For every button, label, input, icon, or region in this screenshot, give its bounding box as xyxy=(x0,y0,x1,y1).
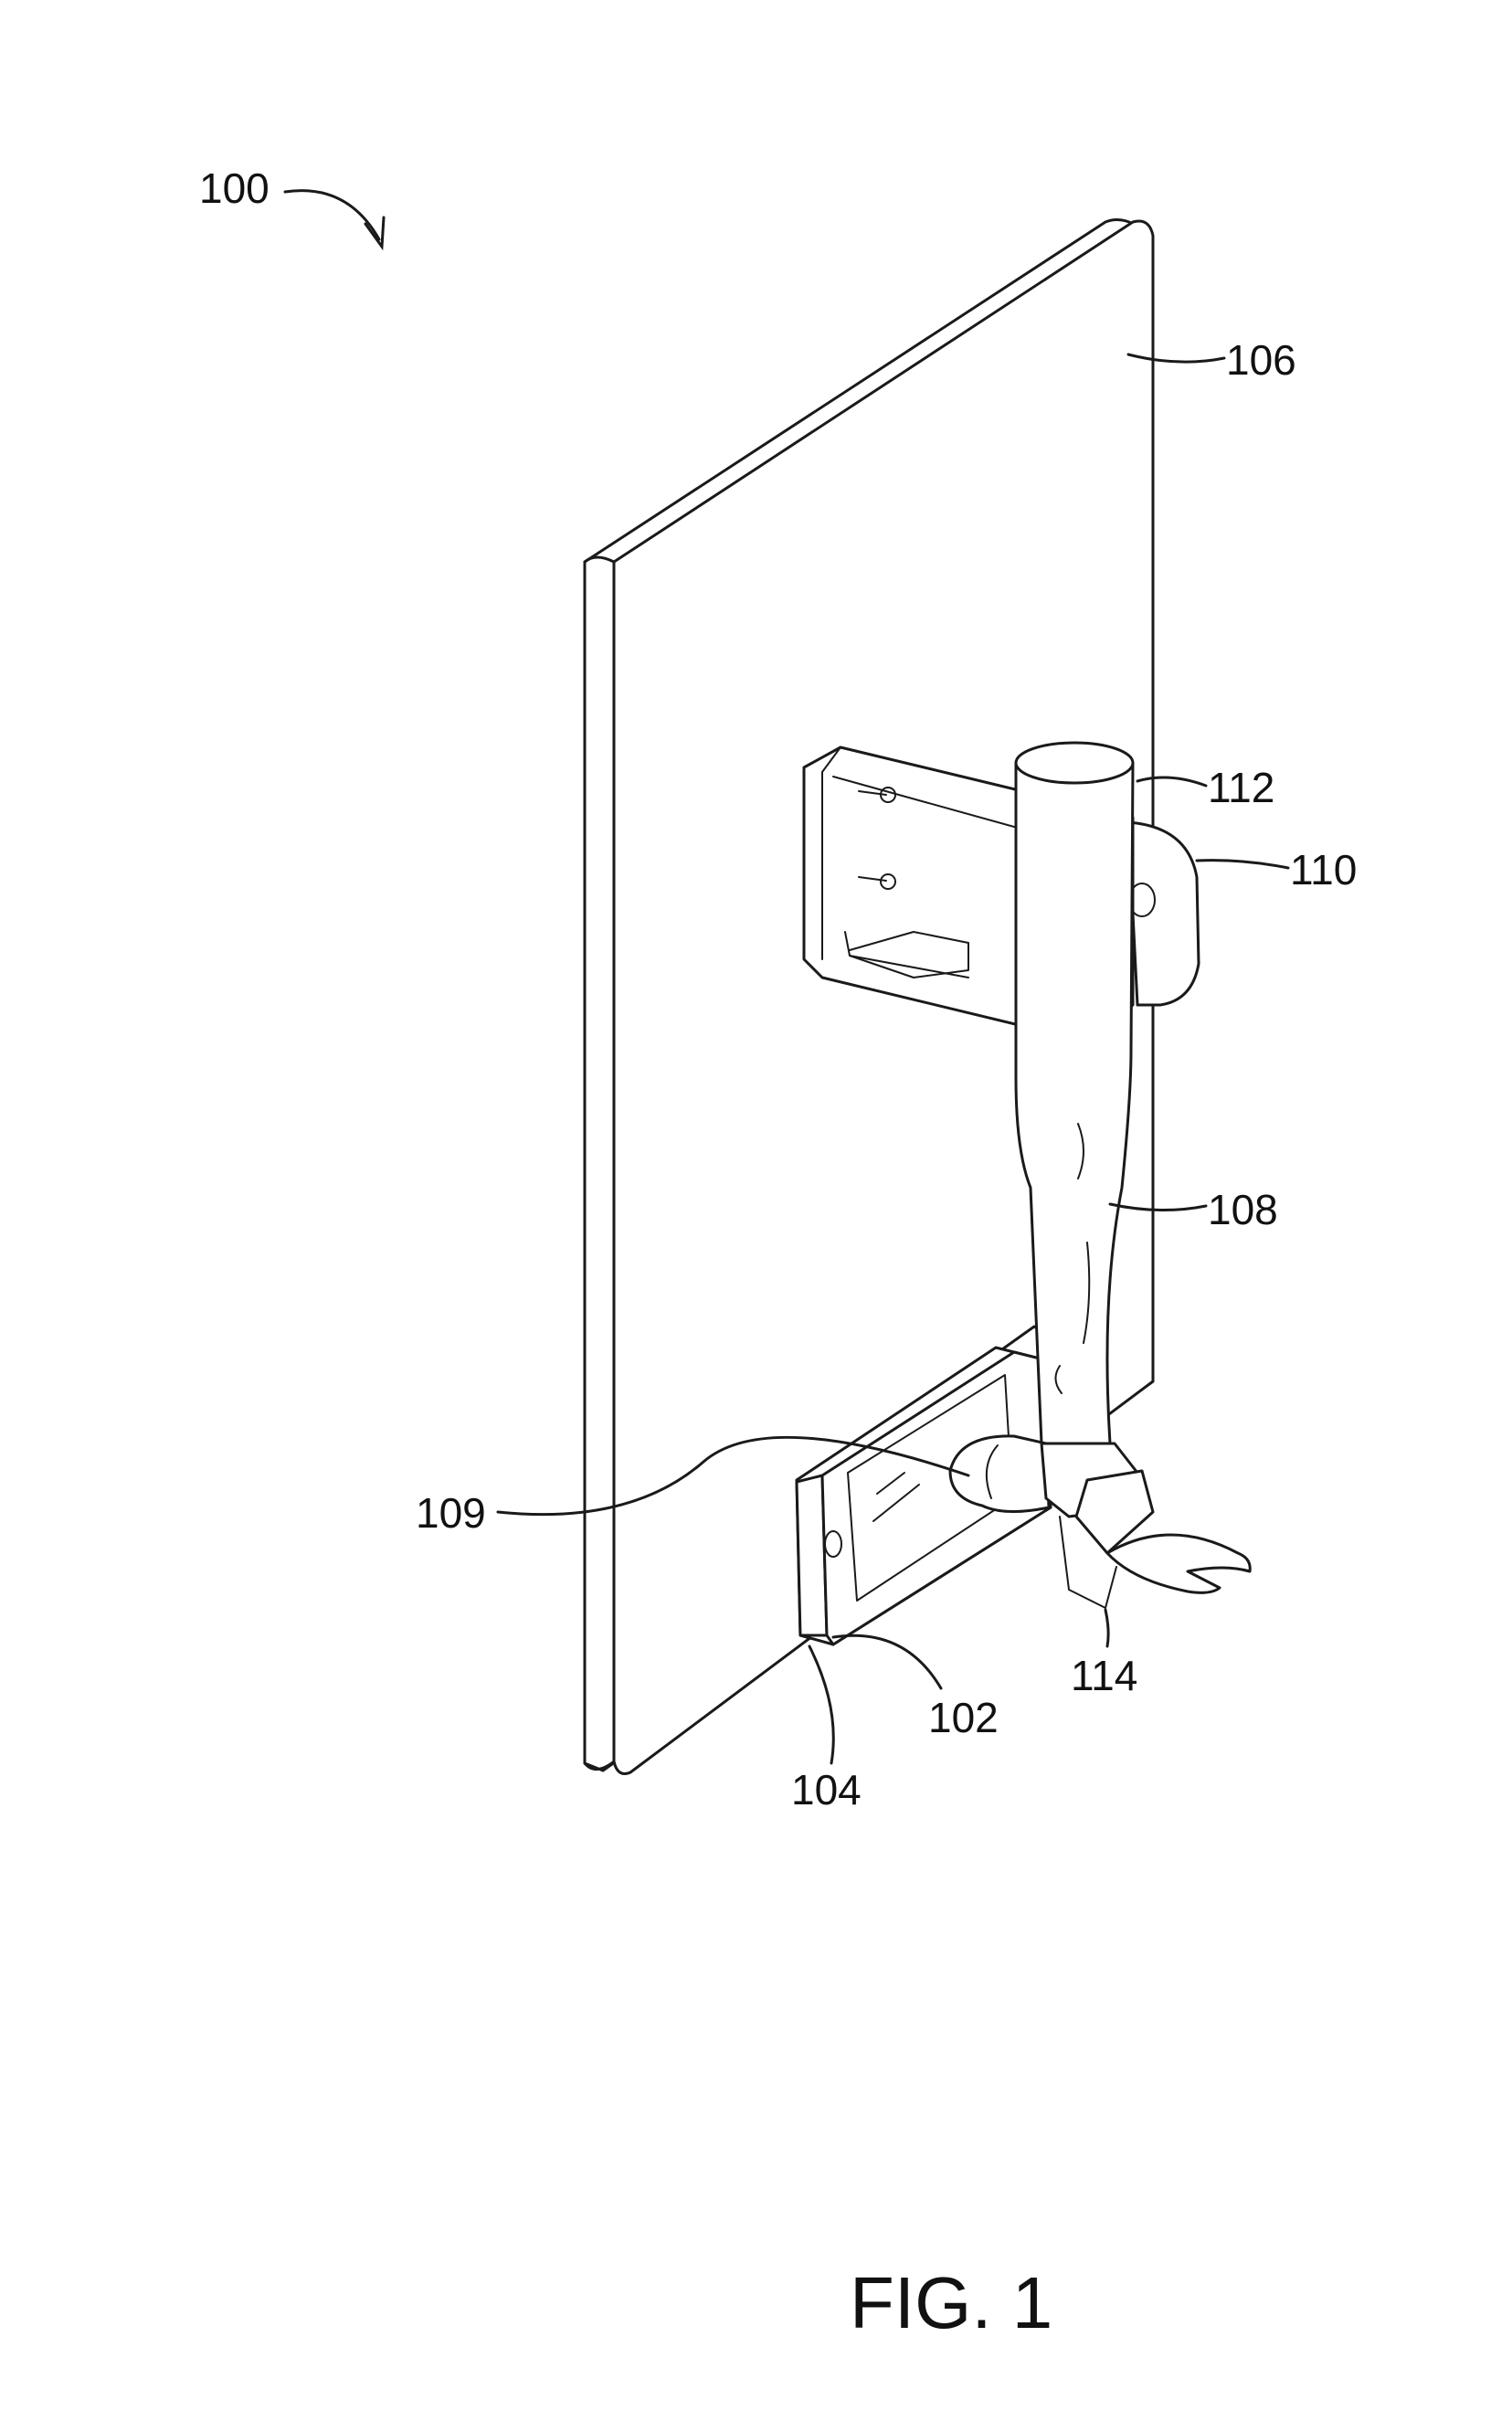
leader-104 xyxy=(809,1646,833,1763)
label-100: 100 xyxy=(199,164,270,212)
label-106: 106 xyxy=(1226,336,1296,384)
leader-100 xyxy=(285,191,379,239)
label-109: 109 xyxy=(416,1489,486,1537)
label-102: 102 xyxy=(928,1694,999,1741)
leader-102 xyxy=(833,1635,941,1688)
label-112: 112 xyxy=(1208,764,1274,811)
label-104: 104 xyxy=(791,1766,862,1813)
label-108: 108 xyxy=(1208,1186,1278,1233)
leader-110 xyxy=(1197,861,1288,868)
leader-114 xyxy=(1105,1610,1108,1646)
label-110: 110 xyxy=(1290,846,1357,893)
label-114: 114 xyxy=(1071,1652,1137,1699)
figure-caption: FIG. 1 xyxy=(850,2262,1052,2343)
